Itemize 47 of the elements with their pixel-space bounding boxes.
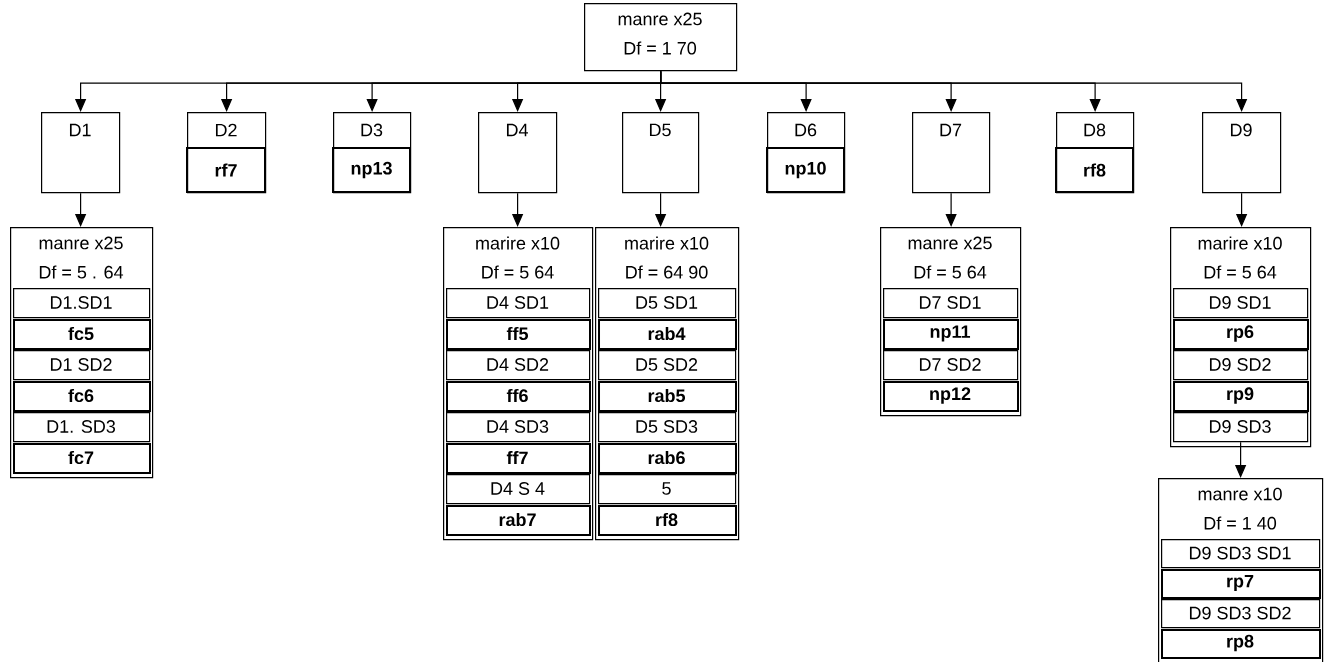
- code-cell: ff5: [446, 319, 591, 350]
- category-box: D2 rf7: [186, 112, 267, 194]
- subcategory-cell: D1 SD2: [13, 350, 151, 381]
- subcategory-cell: D9 SD1: [1173, 288, 1309, 319]
- code-cell: rp8: [1161, 629, 1321, 659]
- arrow: [945, 192, 957, 227]
- code-cell: rab7: [446, 505, 591, 536]
- code-cell: fc7: [13, 443, 151, 474]
- category-box: D9: [1202, 112, 1282, 194]
- code-cell: rp9: [1173, 381, 1309, 412]
- code-cell: rab5: [598, 381, 737, 412]
- code-cell: rp7: [1161, 569, 1321, 599]
- category-box: D1: [41, 112, 121, 194]
- subcategory-cell: D4 SD3: [446, 412, 591, 443]
- subcategory-cell: D4 SD2: [446, 350, 591, 381]
- subcategory-cell: D5 SD2: [598, 350, 737, 381]
- subcategory-cell: D9 SD2: [1173, 350, 1309, 381]
- code-cell: np12: [883, 381, 1019, 412]
- subcategory-cell: 5: [598, 474, 737, 505]
- category-box: D3 np13: [332, 112, 412, 194]
- code-cell: ff7: [446, 443, 591, 474]
- root-box: manre x25 Df = 1 70: [584, 3, 738, 72]
- arrow: [660, 70, 1248, 112]
- code-cell: fc6: [13, 381, 151, 412]
- subcategory-cell: D5 SD1: [598, 288, 737, 319]
- subcategory-cell: D1.SD1: [13, 288, 151, 319]
- code-cell: rf8: [598, 505, 737, 536]
- code-cell: np11: [883, 319, 1019, 350]
- code-cell: fc5: [13, 319, 151, 350]
- subcategory-cell: D4 SD1: [446, 288, 591, 319]
- code-cell: rp6: [1173, 319, 1309, 350]
- category-box: D7: [912, 112, 991, 194]
- code-cell: ff6: [446, 381, 591, 412]
- subcategory-cell: D9 SD3 SD1: [1161, 539, 1321, 569]
- subcategory-cell: D9 SD3 SD2: [1161, 599, 1321, 629]
- subcategory-cell: D4 S 4: [446, 474, 591, 505]
- subcategory-cell: D1. SD3: [13, 412, 151, 443]
- category-box: D8 rf8: [1055, 112, 1135, 194]
- code-cell: rab6: [598, 443, 737, 474]
- subcategory-cell: D9 SD3: [1173, 412, 1309, 443]
- category-box: D6 np10: [766, 112, 846, 194]
- category-box: D4: [478, 112, 558, 194]
- code-cell: rab4: [598, 319, 737, 350]
- subcategory-cell: D7 SD1: [883, 288, 1019, 319]
- subcategory-cell: D7 SD2: [883, 350, 1019, 381]
- category-box: D5: [622, 112, 700, 194]
- subcategory-cell: D5 SD3: [598, 412, 737, 443]
